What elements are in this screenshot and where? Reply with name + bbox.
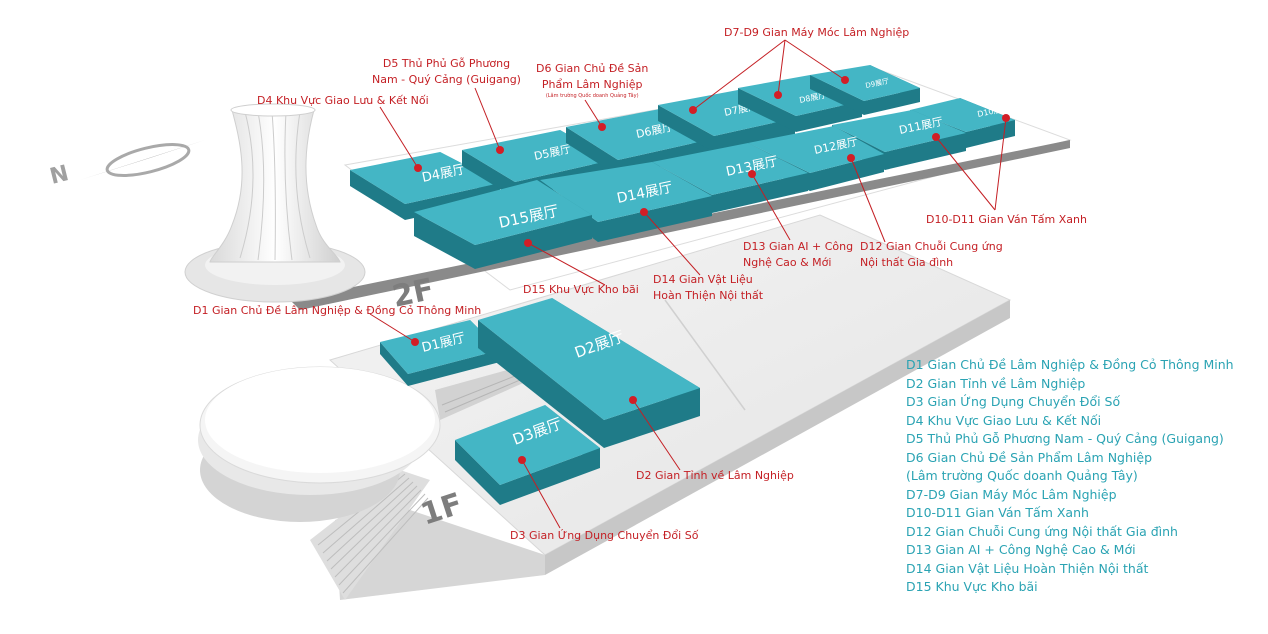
booth-top-face — [832, 110, 966, 152]
legend-item: D2 Gian Tỉnh về Lâm Nghiệp — [906, 375, 1086, 391]
booth-top-face — [380, 320, 500, 374]
legend-item: D14 Gian Vật Liệu Hoàn Thiện Nội thất — [906, 560, 1149, 576]
booth-left-face — [658, 105, 714, 152]
legend-list: D1 Gian Chủ Đề Lâm Nghiệp & Đồng Cỏ Thôn… — [906, 356, 1234, 597]
booth-front-face — [475, 215, 592, 269]
booth-top-face — [738, 75, 862, 116]
booth-top-face — [414, 180, 592, 245]
booth-layer: D4展厅D5展厅D6展厅D7展厅D8展厅D9展厅D10展厅D11展厅D12展厅D… — [350, 65, 1015, 505]
legend-item: D7-D9 Gian Máy Móc Lâm Nghiệp — [906, 486, 1117, 502]
booth-front-face — [810, 154, 884, 191]
legend-item: D3 Gian Ứng Dụng Chuyển Đổi Số — [906, 394, 1121, 409]
booth-d9: D9展厅 — [810, 65, 920, 115]
staircase — [310, 365, 530, 600]
booth-front-face — [796, 101, 862, 132]
booth-top-face — [455, 405, 600, 485]
booth-front-face — [408, 350, 500, 386]
callout-d13: D13 Gian AI + Công Nghệ Cao & Mới — [743, 240, 854, 269]
booth-top-face — [652, 143, 808, 195]
booth-top-face — [478, 298, 700, 420]
compass-icon — [80, 140, 205, 180]
booth-front-face — [714, 118, 795, 152]
compass-north-label: N — [47, 161, 71, 190]
booth-left-face — [455, 440, 500, 505]
callout-d10-d11: D10-D11 Gian Ván Tấm Xanh — [926, 213, 1087, 226]
booth-top-face — [910, 98, 1015, 132]
leader-dots — [411, 76, 1010, 464]
callout-d3: D3 Gian Ứng Dụng Chuyển Đổi Số — [510, 529, 699, 542]
booth-top-face — [540, 162, 712, 222]
booth-front-face — [598, 196, 712, 242]
booth-front-face — [864, 88, 920, 115]
booth-left-face — [810, 75, 864, 115]
legend-item: D13 Gian AI + Công Nghệ Cao & Mới — [906, 542, 1136, 557]
callout-d7-d9: D7-D9 Gian Máy Móc Lâm Nghiệp — [724, 26, 910, 39]
booth-left-face — [414, 212, 475, 269]
legend-item: D6 Gian Chủ Đề Sản Phẩm Lâm Nghiệp — [906, 449, 1153, 465]
booth-left-face — [380, 342, 408, 386]
booth-d15: D15展厅 — [414, 180, 592, 269]
booth-d3: D3展厅 — [455, 405, 600, 505]
legend-item: D1 Gian Chủ Đề Lâm Nghiệp & Đồng Cỏ Thôn… — [906, 357, 1234, 372]
callout-d6: D6 Gian Chủ Đề Sản Phẩm Lâm Nghiệp (Lâm … — [536, 62, 649, 99]
booth-front-face — [885, 133, 966, 170]
booth-left-face — [350, 170, 405, 220]
booth-front-face — [604, 388, 700, 448]
legend-item: D10-D11 Gian Ván Tấm Xanh — [906, 505, 1089, 520]
callout-d4: D4 Khu Vực Giao Lưu & Kết Nối — [257, 94, 429, 107]
booth-d2: D2展厅 — [478, 298, 700, 448]
legend-item: D4 Khu Vực Giao Lưu & Kết Nối — [906, 412, 1102, 428]
floor-2f-label: 2F — [389, 272, 437, 315]
callout-d14: D14 Gian Vật Liệu Hoàn Thiện Nội thất — [653, 273, 764, 302]
legend-item: D12 Gian Chuỗi Cung ứng Nội thất Gia đìn… — [906, 523, 1178, 539]
legend-item: D15 Khu Vực Kho bãi — [906, 579, 1038, 594]
leader-lines — [369, 39, 1007, 529]
callout-d1: D1 Gian Chủ Đề Lâm Nghiệp & Đồng Cỏ Thôn… — [193, 304, 482, 317]
sculpture-tower — [184, 103, 366, 303]
callout-d15: D15 Khu Vực Kho bãi — [523, 283, 639, 296]
callout-d5: D5 Thủ Phủ Gỗ Phương Nam - Quý Cảng (Gui… — [372, 57, 521, 86]
booth-top-face — [810, 65, 920, 101]
callout-d12: D12 Gian Chuỗi Cung ứng Nội thất Gia đìn… — [860, 240, 1003, 269]
booth-left-face — [738, 88, 796, 132]
round-stage — [198, 366, 441, 522]
legend-item: (Lâm trường Quốc doanh Quảng Tây) — [906, 468, 1138, 483]
booth-front-face — [712, 173, 808, 213]
callout-d2: D2 Gian Tỉnh về Lâm Nghiệp — [636, 469, 794, 482]
booth-left-face — [566, 127, 618, 176]
booth-left-face — [462, 150, 515, 198]
booth-front-face — [500, 448, 600, 505]
legend-item: D5 Thủ Phủ Gỗ Phương Nam - Quý Cảng (Gui… — [906, 431, 1224, 446]
booth-left-face — [478, 320, 604, 448]
booth-front-face — [966, 120, 1015, 148]
